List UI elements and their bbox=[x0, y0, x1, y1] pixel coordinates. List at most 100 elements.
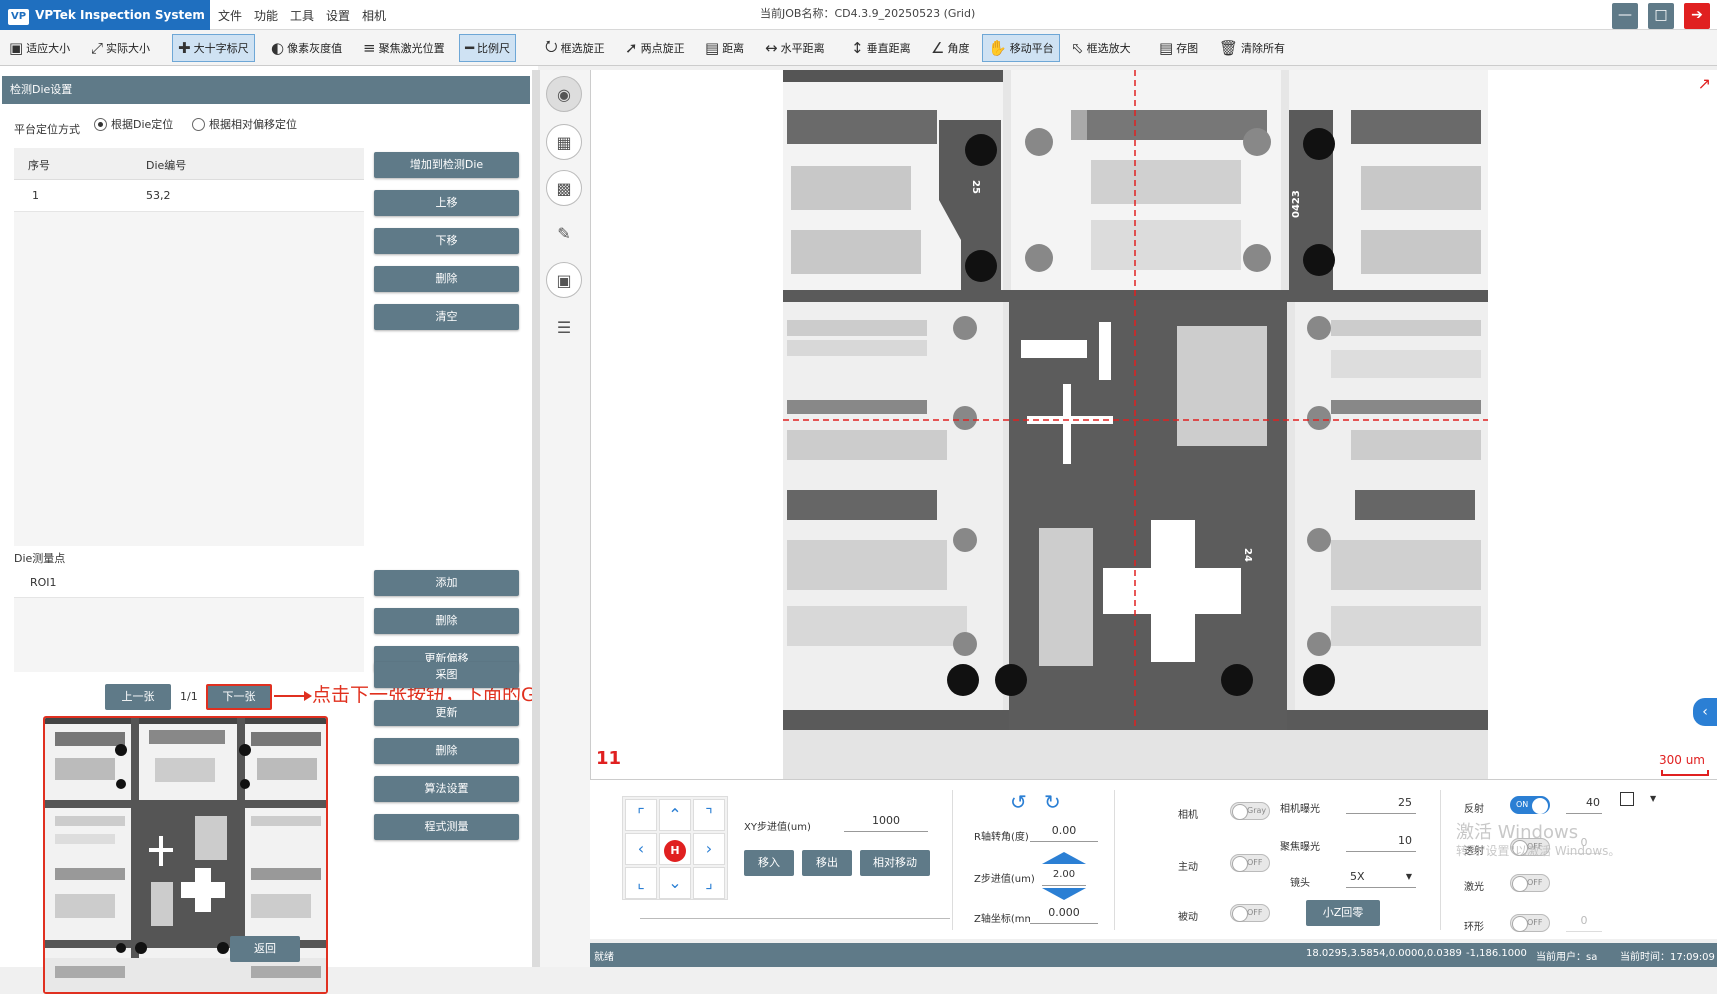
move-right-icon[interactable]: › bbox=[693, 833, 725, 865]
header-die-number: Die编号 bbox=[146, 159, 187, 172]
move-left-icon[interactable]: ‹ bbox=[625, 833, 657, 865]
move-up-left-icon[interactable]: ⌜ bbox=[625, 799, 657, 831]
scale-bar-button[interactable]: ━比例尺 bbox=[459, 34, 517, 62]
xy-step-input[interactable]: 1000 bbox=[844, 810, 928, 832]
divider-vertical bbox=[1440, 790, 1441, 930]
crosshair-ruler-button[interactable]: ✚大十字标尺 bbox=[172, 34, 255, 62]
fit-size-button[interactable]: ▣适应大小 bbox=[4, 34, 75, 62]
reflect-input[interactable]: 40 bbox=[1566, 792, 1602, 814]
image-viewer[interactable]: 25 0423 24 11 300 um ↗ ‹ bbox=[590, 70, 1717, 779]
delete-roi-button[interactable]: 删除 bbox=[374, 608, 519, 634]
z-step-input[interactable]: 2.00 bbox=[1042, 864, 1086, 886]
maximize-button[interactable]: □ bbox=[1648, 3, 1674, 29]
minimize-button[interactable]: — bbox=[1612, 3, 1638, 29]
move-up-right-icon[interactable]: ⌝ bbox=[693, 799, 725, 831]
menu-function[interactable]: 功能 bbox=[254, 9, 279, 23]
move-down-button[interactable]: 下移 bbox=[374, 228, 519, 254]
menu-camera[interactable]: 相机 bbox=[362, 9, 387, 23]
move-out-button[interactable]: 移出 bbox=[802, 850, 852, 876]
grid-icon[interactable]: ▩ bbox=[546, 170, 582, 206]
focus-exposure-input[interactable]: 10 bbox=[1346, 830, 1416, 852]
move-up-button[interactable]: 上移 bbox=[374, 190, 519, 216]
camera-icon[interactable]: ◉ bbox=[546, 76, 582, 112]
algorithm-settings-button[interactable]: 算法设置 bbox=[374, 776, 519, 802]
checklist-icon[interactable]: ☰ bbox=[556, 318, 572, 337]
reflect-color-swatch[interactable] bbox=[1620, 792, 1634, 806]
back-button[interactable]: 返回 bbox=[230, 936, 300, 962]
clear-all-label: 清除所有 bbox=[1241, 42, 1286, 55]
box-rotate-button[interactable]: ⭮框选旋正 bbox=[540, 34, 610, 62]
camera-mode-toggle[interactable]: Gray bbox=[1230, 802, 1270, 820]
r-angle-input[interactable]: 0.00 bbox=[1030, 820, 1098, 842]
menu-tools[interactable]: 工具 bbox=[290, 9, 315, 23]
exit-button[interactable]: ➔ bbox=[1684, 3, 1710, 29]
prev-image-button[interactable]: 上一张 bbox=[105, 684, 171, 710]
rotate-cw-icon[interactable]: ↻ bbox=[1044, 790, 1061, 814]
z-down-icon[interactable] bbox=[1042, 888, 1086, 900]
trash-icon: 🗑 bbox=[1219, 39, 1239, 57]
reflect-label: 反射 bbox=[1464, 804, 1484, 815]
radio-die-position[interactable]: 根据Die定位 bbox=[94, 116, 173, 132]
home-button[interactable]: H bbox=[659, 833, 691, 865]
focus-laser-button[interactable]: ≡聚焦激光位置 bbox=[358, 34, 450, 62]
radio-offset-label: 根据相对偏移定位 bbox=[209, 118, 297, 131]
lens-select[interactable]: 5X▼ bbox=[1346, 866, 1416, 888]
horizontal-distance-label: 水平距离 bbox=[780, 42, 825, 55]
panel-splitter[interactable] bbox=[532, 70, 540, 967]
angle-button[interactable]: ∠角度 bbox=[926, 34, 974, 62]
image-frame-icon[interactable]: ▣ bbox=[546, 262, 582, 298]
move-stage-button[interactable]: ✋移动平台 bbox=[982, 34, 1060, 62]
delete-image-button[interactable]: 删除 bbox=[374, 738, 519, 764]
z-up-icon[interactable] bbox=[1042, 852, 1086, 864]
save-image-button[interactable]: ▤存图 bbox=[1154, 34, 1203, 62]
rotate-ccw-icon[interactable]: ↺ bbox=[1010, 790, 1027, 814]
z-coord-input[interactable]: 0.000 bbox=[1030, 902, 1098, 924]
horizontal-distance-button[interactable]: ↔水平距离 bbox=[760, 34, 830, 62]
lens-label: 镜头 bbox=[1290, 878, 1310, 889]
delete-die-button[interactable]: 删除 bbox=[374, 266, 519, 292]
active-toggle[interactable]: OFF bbox=[1230, 854, 1270, 872]
measure-tools-icon[interactable]: ✎ bbox=[557, 224, 571, 243]
move-down-left-icon[interactable]: ⌞ bbox=[625, 867, 657, 899]
transmit-toggle[interactable]: OFF bbox=[1510, 838, 1550, 856]
small-z-home-button[interactable]: 小Z回零 bbox=[1306, 900, 1380, 926]
pixel-gray-button[interactable]: ◐像素灰度值 bbox=[266, 34, 347, 62]
relative-move-button[interactable]: 相对移动 bbox=[860, 850, 930, 876]
update-image-button[interactable]: 更新 bbox=[374, 700, 519, 726]
radio-offset-position[interactable]: 根据相对偏移定位 bbox=[192, 116, 297, 132]
clear-all-button[interactable]: 🗑清除所有 bbox=[1214, 34, 1290, 62]
vertical-distance-button[interactable]: ↕垂直距离 bbox=[846, 34, 916, 62]
collapse-panel-icon[interactable]: ‹ bbox=[1693, 698, 1717, 726]
expand-icon[interactable]: ↗ bbox=[1697, 74, 1711, 93]
next-image-button[interactable]: 下一张 bbox=[206, 684, 272, 710]
move-in-button[interactable]: 移入 bbox=[744, 850, 794, 876]
move-up-icon[interactable]: ⌃ bbox=[659, 799, 691, 831]
transmit-input[interactable]: 0 bbox=[1566, 832, 1602, 854]
vertical-distance-label: 垂直距离 bbox=[866, 42, 911, 55]
ring-input[interactable]: 0 bbox=[1566, 910, 1602, 932]
actual-size-button[interactable]: ⤢实际大小 bbox=[86, 34, 155, 62]
menu-settings[interactable]: 设置 bbox=[326, 9, 351, 23]
move-down-right-icon[interactable]: ⌟ bbox=[693, 867, 725, 899]
two-point-rotate-button[interactable]: ➚两点旋正 bbox=[620, 34, 690, 62]
scale-bar-label: 300 um bbox=[1658, 753, 1705, 767]
exposure-input[interactable]: 25 bbox=[1346, 792, 1416, 814]
program-measure-button[interactable]: 程式测量 bbox=[374, 814, 519, 840]
menu-file[interactable]: 文件 bbox=[218, 9, 243, 23]
reflect-toggle[interactable]: ON bbox=[1510, 796, 1550, 814]
coax-toggle[interactable]: OFF bbox=[1510, 874, 1550, 892]
distance-button[interactable]: ▤距离 bbox=[700, 34, 749, 62]
add-to-detect-die-button[interactable]: 增加到检测Die bbox=[374, 152, 519, 178]
clear-die-button[interactable]: 清空 bbox=[374, 304, 519, 330]
capture-image-button[interactable]: 采图 bbox=[374, 662, 519, 688]
zoom-box-button[interactable]: ⬁框选放大 bbox=[1066, 34, 1136, 62]
add-roi-button[interactable]: 添加 bbox=[374, 570, 519, 596]
passive-toggle[interactable]: OFF bbox=[1230, 904, 1270, 922]
table-row[interactable]: 1 53,2 bbox=[14, 180, 364, 212]
ring-toggle[interactable]: OFF bbox=[1510, 914, 1550, 932]
move-down-icon[interactable]: ⌄ bbox=[659, 867, 691, 899]
die-map-icon[interactable]: ▦ bbox=[546, 124, 582, 160]
chevron-down-icon[interactable]: ▼ bbox=[1650, 794, 1657, 803]
list-item[interactable]: ROI1 bbox=[14, 568, 364, 598]
